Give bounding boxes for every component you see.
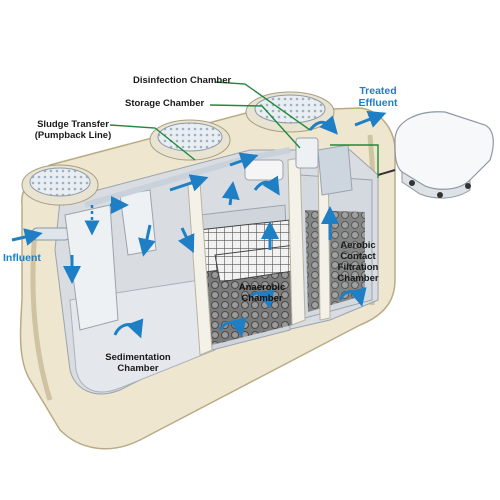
label-disinfection-chamber: Disinfection Chamber — [133, 75, 232, 86]
label-sludge-line2: (Pumpback Line) — [34, 130, 112, 141]
label-anaerobic-line1: Anaerobic — [238, 282, 286, 293]
label-aerobic-line4: Chamber — [337, 273, 379, 284]
influent-pipe — [31, 227, 71, 241]
label-sedimentation-line2: Chamber — [117, 363, 159, 374]
manhole-lids — [21, 91, 335, 206]
label-aerobic-line1: Aerobic — [340, 240, 376, 251]
label-aerobic-line3: Filtration — [337, 262, 379, 273]
label-anaerobic-chamber: Anaerobic Chamber — [232, 282, 292, 304]
flow-arrows — [11, 110, 387, 339]
air-hose — [377, 169, 396, 176]
air-blower — [394, 111, 494, 199]
label-aerobic-chamber: Aerobic Contact Filtration Chamber — [328, 240, 388, 284]
label-treated-line2: Effluent — [358, 97, 398, 109]
leader-lines — [109, 81, 379, 178]
label-treated-line1: Treated — [359, 85, 397, 97]
label-anaerobic-line2: Chamber — [241, 293, 283, 304]
label-aerobic-line2: Contact — [340, 251, 376, 262]
label-influent: Influent — [3, 252, 41, 264]
label-sludge-line1: Sludge Transfer — [37, 119, 109, 130]
label-treated-effluent: Treated Effluent — [348, 85, 408, 109]
label-sludge-transfer: Sludge Transfer (Pumpback Line) — [28, 119, 118, 141]
label-sedimentation-chamber: Sedimentation Chamber — [98, 352, 178, 374]
inlet-baffle — [64, 204, 119, 331]
label-storage-chamber: Storage Chamber — [125, 98, 205, 109]
label-sedimentation-line1: Sedimentation — [105, 352, 171, 363]
